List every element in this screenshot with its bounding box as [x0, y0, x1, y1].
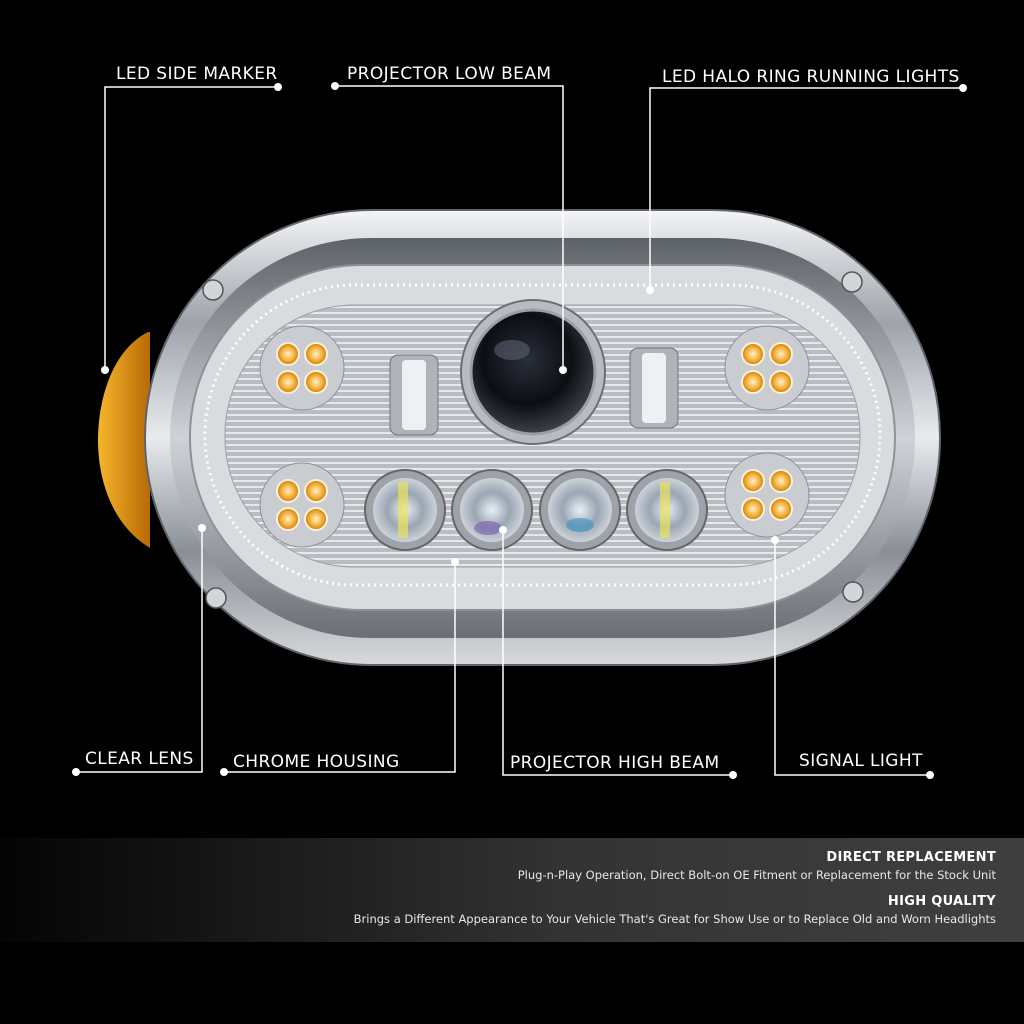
bolt-icons	[202, 271, 864, 609]
feature-desc-high-quality: Brings a Different Appearance to Your Ve…	[353, 912, 996, 926]
drl-bars	[389, 347, 679, 436]
callout-dot-markers	[72, 82, 967, 779]
callout-led-halo-ring: LED HALO RING RUNNING LIGHTS	[662, 67, 960, 87]
feature-desc-direct-replacement: Plug-n-Play Operation, Direct Bolt-on OE…	[517, 868, 996, 882]
callout-signal-light: SIGNAL LIGHT	[799, 751, 923, 771]
callout-clear-lens: CLEAR LENS	[85, 749, 194, 769]
led-halo-ring	[203, 283, 882, 587]
feature-title-direct-replacement: DIRECT REPLACEMENT	[826, 850, 996, 865]
feature-band: DIRECT REPLACEMENT Plug-n-Play Operation…	[0, 838, 1024, 942]
projector-high-beams	[364, 469, 708, 551]
callout-led-side-marker: LED SIDE MARKER	[116, 64, 278, 84]
callout-projector-high-beam: PROJECTOR HIGH BEAM	[510, 753, 720, 773]
signal-light-clusters	[259, 325, 810, 548]
callout-lines	[76, 85, 963, 776]
projector-low-beam	[460, 299, 606, 445]
side-marker-lens	[98, 332, 150, 548]
feature-title-high-quality: HIGH QUALITY	[887, 894, 996, 909]
callout-chrome-housing: CHROME HOUSING	[233, 752, 400, 772]
callout-projector-low-beam: PROJECTOR LOW BEAM	[347, 64, 552, 84]
